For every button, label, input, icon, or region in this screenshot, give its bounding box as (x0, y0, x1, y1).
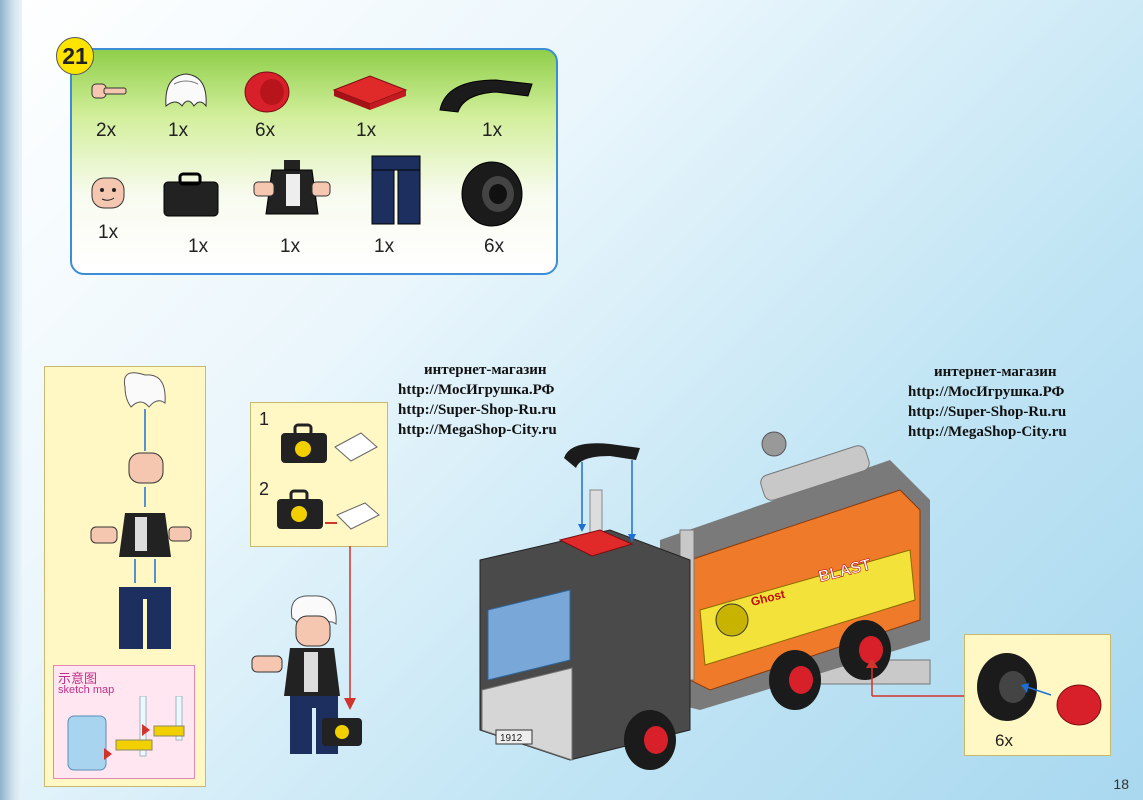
case-assembly-diagram (277, 423, 380, 530)
black-curved-slope-icon (439, 79, 533, 113)
black-case-icon (163, 172, 219, 217)
truck-wheels (624, 620, 891, 770)
minifig-legs-icon (371, 155, 421, 225)
sketch-title-cn: 示意图 (58, 672, 98, 687)
shop-url-1: http://МосИгрушка.РФ (398, 382, 555, 398)
wheel-callout-arrow (866, 660, 964, 697)
case-to-minifig-arrow (344, 546, 356, 710)
shop-url-2: http://Super-Shop-Ru.ru (398, 402, 557, 418)
shop-url-2: http://Super-Shop-Ru.ru (908, 404, 1067, 420)
part-qty: 6x (255, 120, 276, 141)
shop-title: интернет-магазин (934, 364, 1057, 380)
part-qty: 1x (482, 120, 503, 141)
assembled-minifig (251, 595, 362, 754)
step-number-badge: 21 (56, 37, 94, 75)
truck-illustration: BLAST Ghost 1912 (479, 431, 931, 770)
part-qty: 1x (98, 222, 119, 243)
part-qty: 1x (374, 236, 395, 257)
case-step-2: 2 (259, 479, 270, 499)
shop-url-1: http://МосИгрушка.РФ (908, 384, 1065, 400)
white-hair-icon (165, 73, 207, 108)
wheel-assembly-panel: 6x (964, 634, 1111, 756)
part-qty: 2x (96, 120, 117, 141)
minifig-torso-icon (253, 160, 331, 215)
book-spine (0, 0, 22, 800)
wheel-assembly-diagram (977, 653, 1102, 726)
page-number: 18 (1113, 776, 1129, 792)
sketch-diagram (67, 696, 185, 771)
wheel-qty: 6x (995, 731, 1013, 750)
sketch-map-box: 示意图 sketch map (53, 665, 195, 779)
minifig-assembly-diagram (90, 372, 192, 649)
part-qty: 1x (356, 120, 377, 141)
step-number: 21 (62, 42, 88, 69)
case-step-1: 1 (259, 409, 270, 429)
red-rim-icon (244, 71, 290, 113)
case-assembly-panel: 1 2 (250, 402, 388, 547)
shop-info-left: интернет-магазин http://МосИгрушка.РФ ht… (398, 360, 557, 440)
red-tile-icon (332, 75, 408, 110)
shop-url-3: http://MegaShop-City.ru (908, 424, 1067, 440)
part-qty: 1x (168, 120, 189, 141)
shop-title: интернет-магазин (424, 362, 547, 378)
shop-url-3: http://MegaShop-City.ru (398, 422, 557, 438)
hand-connector-icon (91, 83, 127, 99)
part-qty: 1x (280, 236, 301, 257)
part-qty: 1x (188, 236, 209, 257)
sketch-title-en: sketch map (58, 684, 115, 696)
minifig-assembly-panel: 示意图 sketch map (44, 366, 206, 787)
parts-list-panel: 2x 1x 6x 1x 1x 1x 1x 1x (70, 48, 558, 275)
black-tire-icon (461, 161, 523, 227)
part-qty: 6x (484, 236, 505, 257)
shop-info-right: интернет-магазин http://МосИгрушка.РФ ht… (908, 362, 1067, 442)
truck-plate: 1912 (500, 733, 523, 744)
minifig-head-icon (91, 177, 125, 209)
